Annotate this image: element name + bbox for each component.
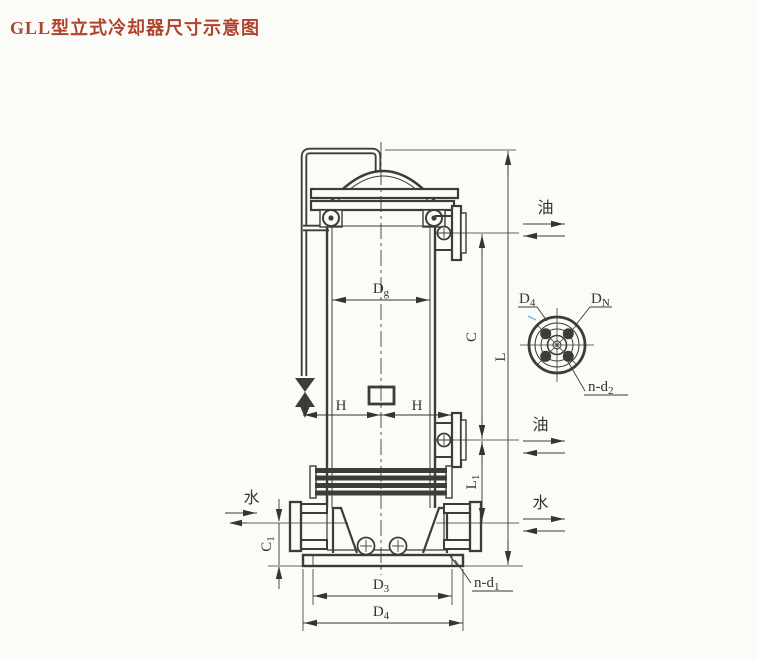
dim-h: [303, 392, 452, 419]
drawing-title: GLL型立式冷却器尺寸示意图: [10, 18, 261, 38]
detail-label-dn: DN: [591, 291, 610, 309]
dim-label-h-right: H: [412, 398, 423, 414]
dim-label-l1: L1: [464, 475, 482, 490]
dim-label-d3: D3: [373, 577, 390, 595]
water-outlet-flange-right: [443, 500, 483, 553]
flow-oil-top: 油: [523, 199, 565, 240]
dim-label-c1: C1: [259, 536, 277, 552]
water-inlet-flange-left: [288, 500, 328, 553]
detail-label-n-d2: n-d2: [588, 379, 614, 397]
dim-l: [385, 149, 516, 565]
leader-n-d1: [454, 559, 513, 592]
dim-c1: [232, 499, 523, 589]
oil-label-middle: 油: [532, 416, 549, 434]
dim-label-n-d1: n-d1: [474, 575, 500, 593]
pen-mark: [527, 315, 537, 321]
top-flange: [309, 187, 460, 228]
dim-label-h-left: H: [336, 398, 347, 414]
nameplate: [367, 385, 396, 406]
detail-label-d4: D4: [519, 291, 536, 309]
dim-d4: [302, 569, 464, 631]
water-label-right: 水: [532, 494, 549, 512]
dim-label-c: C: [464, 332, 480, 342]
water-label-left: 水: [243, 489, 260, 507]
base-assembly: [288, 500, 483, 568]
dim-label-d4: D4: [373, 604, 390, 622]
flow-oil-middle: 油: [523, 416, 565, 457]
vessel-shell: [325, 227, 437, 508]
dim-l1: [436, 441, 519, 524]
drain-pipe-and-valve: [295, 147, 382, 418]
flange-detail-view: D4 DN n-d2: [518, 291, 628, 397]
dimension-lines: [232, 149, 523, 631]
flow-water-left: 水: [225, 489, 260, 527]
dim-label-l: L: [493, 352, 509, 361]
oil-label-top: 油: [537, 199, 554, 217]
dim-label-dg: Dg: [373, 281, 390, 299]
flow-water-right: 水: [523, 494, 565, 535]
dim-d3: [312, 569, 453, 605]
dim-c: [434, 232, 519, 441]
base-plate: [301, 553, 465, 568]
